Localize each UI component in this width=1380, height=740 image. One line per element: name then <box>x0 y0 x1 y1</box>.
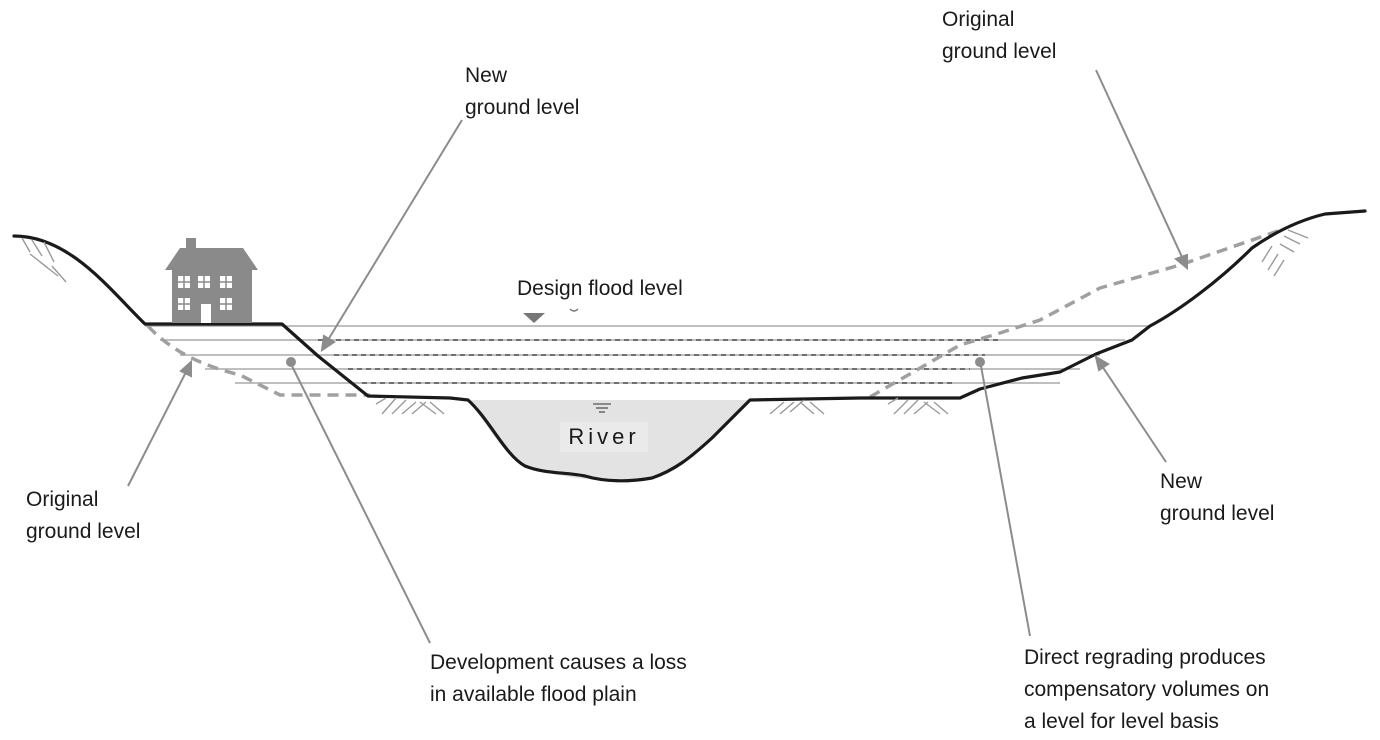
leader-original-ground-right <box>1095 69 1183 258</box>
label-original-ground-level-right: Original ground level <box>942 8 1057 63</box>
house-icon <box>165 238 258 323</box>
label-new-ground-level-right: New ground level <box>1160 470 1275 525</box>
label-design-flood-level: Design flood level <box>517 277 683 300</box>
label-river: River <box>560 422 648 452</box>
label-new-ground-level-left: New ground level <box>465 64 580 119</box>
leader-regrade-note <box>980 365 1031 637</box>
inverted-triangle-marker <box>523 313 545 323</box>
leader-original-ground-left <box>127 371 187 487</box>
label-original-ground-level-left: Original ground level <box>26 488 141 543</box>
flood-marker-tick <box>569 308 579 312</box>
water-level-symbol <box>593 403 611 413</box>
label-loss-note: Development causes a loss in available f… <box>430 651 687 706</box>
lost-volume-dashed-lines <box>318 339 1000 384</box>
leader-lines <box>127 69 1188 644</box>
label-regrade-note: Direct regrading produces compensatory v… <box>1024 646 1270 733</box>
new-ground-line <box>12 209 1367 483</box>
leader-new-ground-left <box>327 119 463 341</box>
original-ground-line <box>146 229 1279 399</box>
leader-new-ground-right <box>1101 365 1167 463</box>
leader-loss-note <box>291 365 431 644</box>
ground-hatching <box>21 229 1309 415</box>
